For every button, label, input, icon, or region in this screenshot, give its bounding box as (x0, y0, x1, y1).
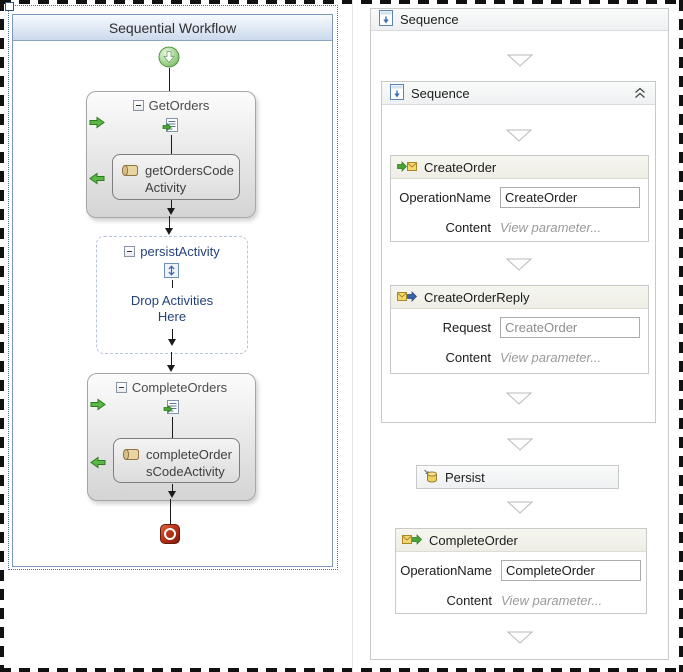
activity-createorder[interactable]: CreateOrder OperationName Content View p… (390, 155, 649, 242)
activity-getorders-title: GetOrders (148, 98, 210, 113)
connector-arrowhead (168, 491, 176, 498)
request-label: Request (442, 320, 491, 335)
drop-target-triangle[interactable] (506, 438, 534, 451)
workflow-selection-rect[interactable] (8, 5, 338, 570)
frame-border-right (679, 0, 683, 672)
activity-persistactivity-title: persistActivity (140, 244, 220, 259)
workflow-title-bar: Sequential Workflow (13, 15, 332, 41)
frame-border-bottom (0, 668, 683, 672)
activity-createorder-title: CreateOrder (424, 159, 497, 175)
send-reply-icon (397, 290, 417, 305)
drop-target-triangle[interactable] (505, 392, 533, 405)
activity-createorderreply[interactable]: CreateOrderReply Request Content View pa… (390, 285, 649, 374)
activity-completeorder-header[interactable]: CompleteOrder (396, 529, 646, 552)
activity-completeorders-title: CompleteOrders (131, 380, 228, 395)
sequence-icon (390, 83, 404, 103)
collapse-minus-icon[interactable] (124, 246, 136, 257)
operationname-label: OperationName (400, 563, 492, 578)
activity-persist-header[interactable]: Persist (417, 466, 618, 488)
activity-persist-title: Persist (445, 469, 485, 485)
content-label: Content (445, 350, 491, 365)
view-parameter-link[interactable]: View parameter... (500, 350, 602, 365)
activity-completeorders[interactable]: CompleteOrders completeOrdersCodeActivit (87, 373, 256, 501)
outer-sequence-activity[interactable]: Sequence Sequence (370, 8, 669, 660)
content-label: Content (446, 593, 492, 608)
activity-createorder-header[interactable]: CreateOrder (391, 156, 648, 179)
code-activity-list-icon (162, 117, 179, 139)
activity-completeorders-header: CompleteOrders (88, 380, 255, 395)
connector-line (169, 216, 170, 229)
connector-line (172, 329, 173, 340)
selection-handle[interactable] (5, 2, 14, 11)
connector-line (170, 499, 171, 524)
green-arrow-right-icon (89, 116, 105, 134)
activity-completeorderscodeactivity-label: completeOrdersCodeActivity (146, 447, 232, 479)
workflow-end-icon (160, 524, 180, 544)
activity-persistactivity[interactable]: persistActivity Drop Activities Here (96, 236, 248, 354)
connector-line (171, 135, 172, 154)
outer-sequence-title: Sequence (400, 12, 459, 27)
activity-getorderscodeactivity[interactable]: getOrdersCodeActivity (112, 154, 240, 200)
connector-arrowhead (165, 228, 173, 235)
activity-getorders[interactable]: GetOrders getOrdersCodeActivity (86, 91, 256, 218)
sequence-icon (379, 10, 393, 29)
view-parameter-link[interactable]: View parameter... (501, 593, 603, 608)
activity-completeorderscodeactivity[interactable]: completeOrdersCodeActivity (113, 438, 240, 483)
inner-sequence-activity[interactable]: Sequence Crea (381, 81, 656, 423)
collapse-chevron-icon[interactable] (633, 87, 647, 99)
connector-line (171, 200, 172, 209)
connector-line (172, 417, 173, 438)
code-activity-list-icon (163, 399, 180, 421)
drop-activities-hint: Drop Activities Here (130, 293, 214, 324)
green-arrow-left-icon (89, 172, 105, 190)
inner-sequence-header[interactable]: Sequence (382, 82, 655, 105)
connector-line (172, 280, 173, 288)
drop-target-triangle[interactable] (506, 54, 534, 67)
scroll-icon (122, 448, 140, 482)
activity-createorderreply-title: CreateOrderReply (424, 289, 530, 305)
receive-icon (397, 160, 417, 175)
inner-sequence-title: Sequence (411, 85, 470, 101)
drop-target-triangle[interactable] (505, 129, 533, 142)
operationname-label: OperationName (399, 190, 491, 205)
updown-arrow-icon (164, 263, 179, 283)
drop-target-triangle[interactable] (506, 631, 534, 644)
sequential-workflow-canvas[interactable]: Sequential Workflow GetOrders (12, 14, 333, 567)
scroll-icon (121, 164, 139, 199)
collapse-minus-icon[interactable] (132, 100, 144, 111)
connector-line (172, 484, 173, 492)
connector-arrowhead (167, 365, 175, 372)
activity-persistactivity-header: persistActivity (97, 244, 247, 259)
activity-completeorder-title: CompleteOrder (429, 532, 518, 548)
workflow-title: Sequential Workflow (108, 19, 237, 36)
activity-getorderscodeactivity-label: getOrdersCodeActivity (145, 163, 234, 195)
drop-target-triangle[interactable] (505, 258, 533, 271)
green-arrow-left-icon (90, 456, 106, 474)
drop-target-triangle[interactable] (506, 501, 534, 514)
activity-persist[interactable]: Persist (416, 465, 619, 489)
connector-line (169, 68, 170, 91)
content-label: Content (445, 220, 491, 235)
request-input-createorderreply[interactable] (500, 317, 640, 338)
persist-database-icon (423, 468, 438, 487)
connector-arrowhead (168, 339, 176, 346)
connector-arrowhead (167, 208, 175, 215)
outer-sequence-header[interactable]: Sequence (371, 9, 668, 31)
operationname-input-createorder[interactable] (500, 187, 640, 208)
receive-complete-icon (402, 533, 422, 548)
operationname-input-completeorder[interactable] (501, 560, 641, 581)
frame-border-top (0, 0, 683, 4)
frame-border-left (0, 0, 4, 672)
activity-completeorder[interactable]: CompleteOrder OperationName Content View… (395, 528, 647, 614)
view-parameter-link[interactable]: View parameter... (500, 220, 602, 235)
connector-line (171, 352, 172, 366)
green-arrow-right-icon (90, 398, 106, 416)
workflow-start-icon (158, 46, 180, 68)
activity-getorders-header: GetOrders (87, 98, 255, 113)
activity-createorderreply-header[interactable]: CreateOrderReply (391, 286, 648, 309)
collapse-minus-icon[interactable] (115, 382, 127, 393)
panel-divider (352, 0, 353, 672)
